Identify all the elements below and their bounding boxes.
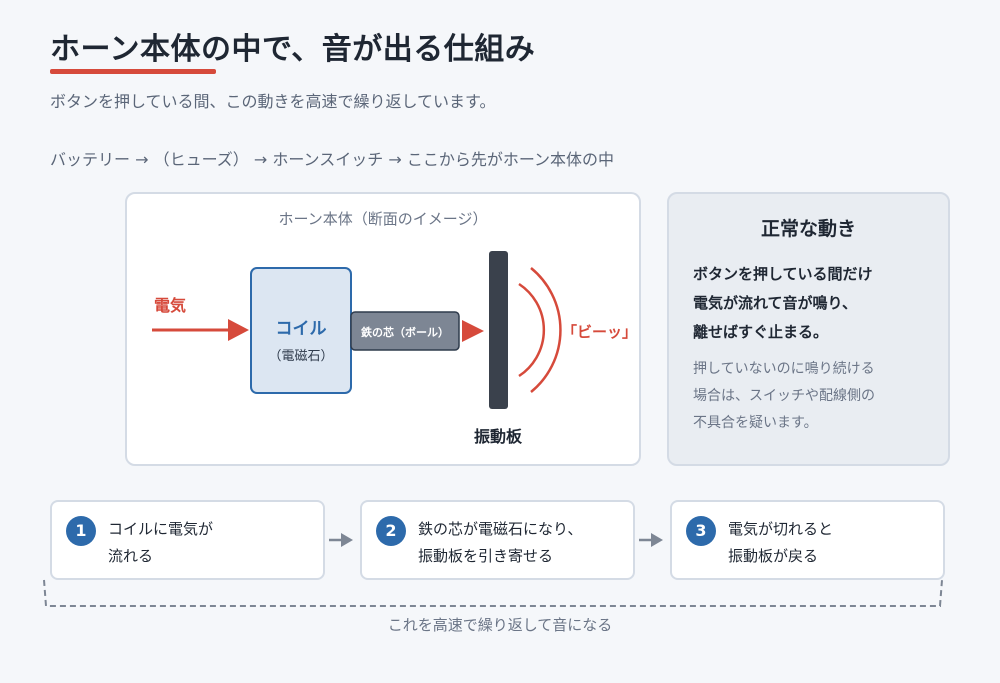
vibration-plate-label: 振動板: [474, 427, 523, 446]
coil-label: コイル: [276, 319, 327, 339]
step-card-1: 1 コイルに電気が 流れる: [50, 500, 325, 580]
normal-operation-card: 正常な動き ボタンを押している間だけ 電気が流れて音が鳴り、 離せばすぐ止まる。…: [667, 192, 950, 466]
step-arrow-icon: [639, 533, 663, 547]
coil-sub-label: （電磁石）: [268, 349, 333, 364]
step-number-badge: 2: [376, 516, 406, 546]
side-main-line: 電気が流れて音が鳴り、: [693, 294, 857, 312]
page-subtitle: ボタンを押している間、この動きを高速で繰り返しています。: [50, 92, 496, 111]
side-note-line: 押していないのに鳴り続ける: [693, 361, 875, 377]
step-card-3: 3 電気が切れると 振動板が戻る: [670, 500, 945, 580]
repeat-label: これを高速で繰り返して音になる: [387, 616, 613, 634]
step-text-line: 電気が切れると: [728, 520, 834, 538]
iron-core: [350, 311, 460, 351]
side-note-line: 場合は、スイッチや配線側の: [693, 388, 875, 404]
circuit-flow-text: バッテリー → （ヒューズ） → ホーンスイッチ → ここから先がホーン本体の中: [50, 150, 615, 169]
step-card-2: 2 鉄の芯が電磁石になり、 振動板を引き寄せる: [360, 500, 635, 580]
horn-cross-section: 電気 コイル （電磁石） 鉄の芯（ボール） 振動板 「ビーッ」: [152, 251, 637, 446]
step-text: コイルに電気が 流れる: [108, 516, 318, 570]
sound-waves: [518, 267, 562, 393]
side-card-main-text: ボタンを押している間だけ 電気が流れて音が鳴り、 離せばすぐ止まる。: [693, 260, 933, 347]
step-text-line: 鉄の芯が電磁石になり、: [418, 520, 583, 538]
page-title: ホーン本体の中で、音が出る仕組み: [50, 32, 536, 67]
vibration-plate: [489, 251, 508, 409]
step-text: 電気が切れると 振動板が戻る: [728, 516, 938, 570]
side-card-title: 正常な動き: [760, 218, 856, 240]
step-number-badge: 3: [686, 516, 716, 546]
step-arrow-icon: [329, 533, 353, 547]
current-arrow: [152, 319, 249, 341]
step-number-badge: 1: [66, 516, 96, 546]
sound-label: 「ビーッ」: [562, 323, 637, 341]
side-note-line: 不具合を疑います。: [693, 415, 818, 431]
diagram-caption: ホーン本体（断面のイメージ）: [278, 210, 488, 228]
step-text-line: コイルに電気が: [108, 520, 214, 538]
core-arrow: [462, 320, 484, 342]
side-main-line: ボタンを押している間だけ: [693, 265, 873, 283]
side-main-line: 離せばすぐ止まる。: [693, 323, 829, 341]
iron-core-label: 鉄の芯（ボール）: [361, 325, 449, 339]
current-label: 電気: [154, 296, 186, 315]
step-text-line: 振動板が戻る: [728, 547, 819, 565]
step-text-line: 振動板を引き寄せる: [418, 547, 554, 565]
repeat-bracket: [43, 579, 943, 607]
step-text-line: 流れる: [108, 547, 154, 565]
title-underline: [50, 69, 216, 74]
horn-diagram-card: ホーン本体（断面のイメージ） 電気 コイル （電磁石） 鉄の芯（ボール） 振動板…: [125, 192, 641, 466]
step-text: 鉄の芯が電磁石になり、 振動板を引き寄せる: [418, 516, 628, 570]
side-card-note: 押していないのに鳴り続ける 場合は、スイッチや配線側の 不具合を疑います。: [693, 356, 933, 437]
